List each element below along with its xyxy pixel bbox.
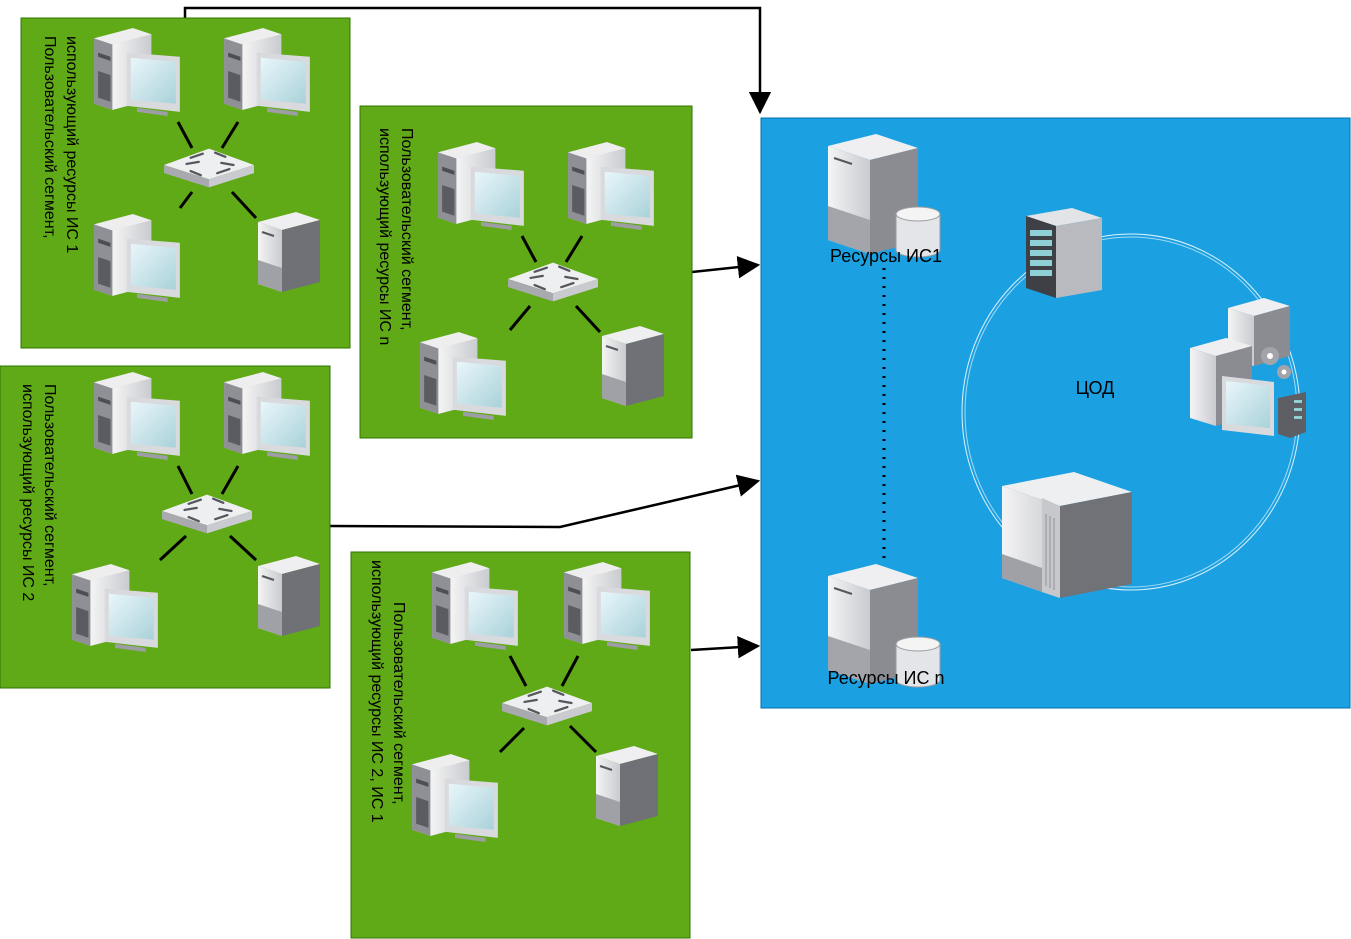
segment-label-line1: Пользовательский сегмент, bbox=[41, 384, 58, 587]
user-segment-is2-is1: Пользовательский сегмент, использующий р… bbox=[350, 551, 691, 939]
link-segment-isn-to-datacenter bbox=[691, 255, 761, 279]
server-rack-icon bbox=[1026, 208, 1102, 298]
segment-label-line1: Пользовательский сегмент, bbox=[398, 128, 415, 331]
link-segment-is2-is1-to-datacenter bbox=[690, 635, 761, 659]
segment-wiring bbox=[508, 235, 602, 334]
datacenter: Ресурсы ИС1 Ресурсы ИС n ЦОД bbox=[760, 117, 1351, 709]
server-tower-icon bbox=[601, 325, 665, 407]
segment-label-line2: использующий ресурсы ИС 2 bbox=[19, 384, 36, 601]
user-segment-is2: Пользовательский сегмент, использующий р… bbox=[0, 365, 331, 689]
connections bbox=[183, 6, 772, 659]
resource-isn-label: Ресурсы ИС n bbox=[828, 668, 945, 688]
segment-wiring bbox=[176, 121, 258, 220]
user-segment-isn: Пользовательский сегмент, использующий р… bbox=[359, 105, 693, 439]
datacenter-title: ЦОД bbox=[1076, 378, 1115, 398]
resource-is1-label: Ресурсы ИС1 bbox=[830, 246, 942, 266]
link-segment-is2-to-datacenter bbox=[329, 474, 761, 529]
server-tower-icon bbox=[257, 211, 321, 293]
segment-label-line2: использующий ресурсы ИС n bbox=[376, 128, 393, 345]
segment-label-line1: Пользовательский сегмент, bbox=[41, 36, 58, 239]
segment-label-line1: Пользовательский сегмент, bbox=[390, 602, 407, 805]
mainframe-icon bbox=[1001, 471, 1133, 599]
segment-wiring bbox=[498, 655, 598, 754]
segment-label-line2: использующий ресурсы ИС 1 bbox=[63, 36, 80, 253]
server-tower-icon bbox=[257, 555, 321, 637]
user-segment-is1: Пользовательский сегмент, использующий р… bbox=[20, 17, 351, 349]
segment-label-line2: использующий ресурсы ИС 2, ИС 1 bbox=[368, 560, 385, 823]
server-tower-icon bbox=[595, 745, 659, 827]
segment-wiring bbox=[158, 465, 258, 562]
link-segment-is1-to-datacenter bbox=[183, 6, 772, 115]
